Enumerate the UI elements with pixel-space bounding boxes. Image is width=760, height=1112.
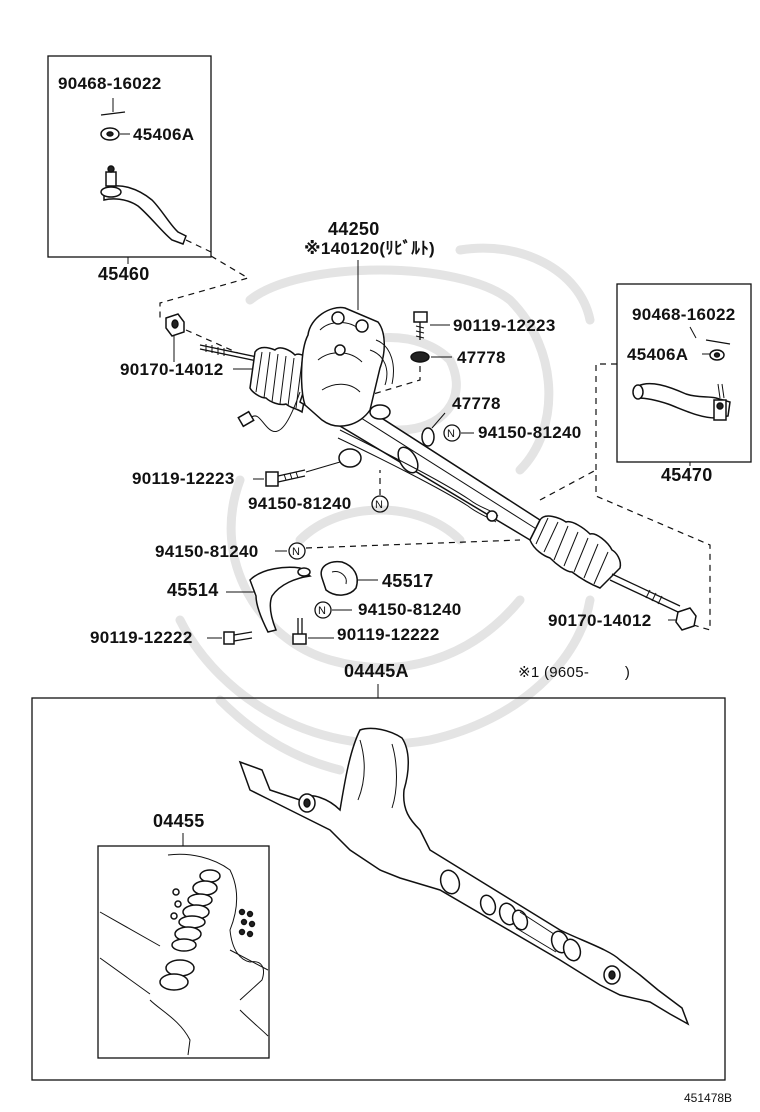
label-90119-12223-mid: 90119-12223	[132, 469, 235, 488]
castle-nut-left	[100, 127, 120, 141]
label-90119-12223-top: 90119-12223	[453, 316, 556, 335]
label-94150-81240-lower: 94150-81240	[358, 600, 462, 619]
label-44250: 44250	[328, 219, 380, 239]
washer-47778-mid	[421, 427, 435, 447]
label-45470: 45470	[661, 465, 713, 485]
svg-text:N: N	[447, 428, 455, 440]
label-90119-12222-right: 90119-12222	[337, 625, 440, 644]
new-part-mark-1	[443, 424, 461, 442]
bracket-45514	[249, 566, 312, 633]
label-45406a-left: 45406A	[133, 125, 194, 144]
rack-housing-box	[31, 697, 726, 1081]
watermark-emblem	[175, 243, 595, 775]
label-45517: 45517	[382, 571, 434, 591]
bolt-90119-12223-mid	[265, 469, 306, 487]
svg-text:N: N	[318, 605, 326, 617]
label-45460: 45460	[98, 264, 150, 284]
label-40120-rebuilt: ※140120(ﾘﾋﾞﾙﾄ)	[304, 238, 435, 258]
seal-kit-box	[97, 845, 270, 1059]
label-90468-16022-right: 90468-16022	[632, 305, 736, 324]
bolt-90119-12222-left	[223, 631, 253, 645]
bolt-90119-12223-top	[413, 311, 428, 340]
label-90170-14012-right: 90170-14012	[548, 611, 652, 630]
tie-rod-end-left	[100, 165, 187, 245]
rack-boot-right	[529, 515, 622, 589]
tie-rod-end-box-right	[616, 283, 752, 463]
cushion-45517	[320, 560, 358, 596]
lock-nut-90170-left	[165, 313, 185, 337]
lock-nut-90170-right	[675, 607, 697, 631]
label-47778-top: 47778	[457, 348, 506, 367]
castle-nut-right	[709, 349, 725, 361]
figure-id: 451478B	[684, 1091, 732, 1105]
washer-47778-top	[410, 351, 430, 363]
label-94150-81240-mid: 94150-81240	[248, 494, 352, 513]
label-04455: 04455	[153, 811, 205, 831]
valve-housing	[300, 306, 394, 427]
label-94150-81240-low: 94150-81240	[155, 542, 259, 561]
new-part-mark-2	[371, 495, 389, 513]
steering-rack-assembly	[199, 306, 681, 613]
bolt-90119-12222-right	[292, 618, 307, 645]
rack-housing-04445a	[238, 727, 690, 1026]
seal-kit-04455	[99, 853, 269, 1056]
rack-boot-left	[249, 346, 313, 414]
cotter-pin-left	[100, 111, 126, 116]
label-90119-12222-left: 90119-12222	[90, 628, 193, 647]
tie-rod-end-box-left	[47, 55, 212, 258]
svg-text:N: N	[292, 546, 300, 558]
label-45406a-right: 45406A	[627, 345, 688, 364]
cotter-pin-right	[705, 339, 731, 345]
svg-text:N: N	[375, 499, 383, 511]
new-part-mark-4	[314, 601, 332, 619]
label-04445a: 04445A	[344, 661, 409, 681]
new-part-mark-3	[288, 542, 306, 560]
note-9605: ※1 (9605- )	[518, 664, 630, 681]
label-90170-14012-left: 90170-14012	[120, 360, 224, 379]
label-47778-mid: 47778	[452, 394, 501, 413]
tie-rod-end-right	[632, 382, 731, 421]
label-90468-16022-left: 90468-16022	[58, 74, 162, 93]
label-94150-81240-right: 94150-81240	[478, 423, 582, 442]
label-45514: 45514	[167, 580, 219, 600]
